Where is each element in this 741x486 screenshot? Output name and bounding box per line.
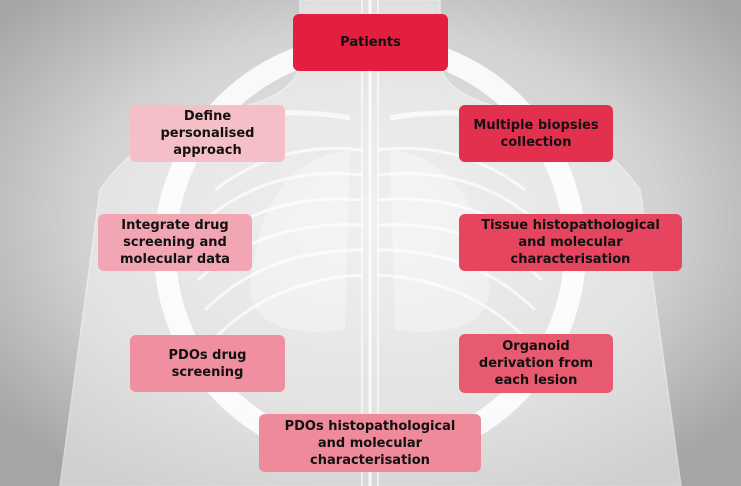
step-define-approach: Define personalised approach xyxy=(130,105,285,162)
step-pdo-characterisation: PDOs histopathological and molecular cha… xyxy=(259,414,481,472)
step-pdo-characterisation-label: PDOs histopathological and molecular cha… xyxy=(284,418,456,468)
step-integrate-data: Integrate drug screening and molecular d… xyxy=(98,214,252,271)
step-pdo-drug-screening-label: PDOs drug screening xyxy=(168,347,247,380)
step-tissue-characterisation: Tissue histopathological and molecular c… xyxy=(459,214,682,271)
spine xyxy=(361,0,379,486)
lungs xyxy=(250,150,490,332)
step-biopsies-collection-label: Multiple biopsies collection xyxy=(473,117,599,150)
step-integrate-data-label: Integrate drug screening and molecular d… xyxy=(120,218,230,267)
step-define-approach-label: Define personalised approach xyxy=(160,109,255,158)
step-organoid-derivation: Organoid derivation from each lesion xyxy=(459,334,613,393)
step-organoid-derivation-label: Organoid derivation from each lesion xyxy=(478,339,594,388)
step-biopsies-collection: Multiple biopsies collection xyxy=(459,105,613,162)
step-patients: Patients xyxy=(293,14,448,71)
step-tissue-characterisation-label: Tissue histopathological and molecular c… xyxy=(481,218,660,267)
step-patients-label: Patients xyxy=(340,35,401,50)
step-pdo-drug-screening: PDOs drug screening xyxy=(130,335,285,392)
